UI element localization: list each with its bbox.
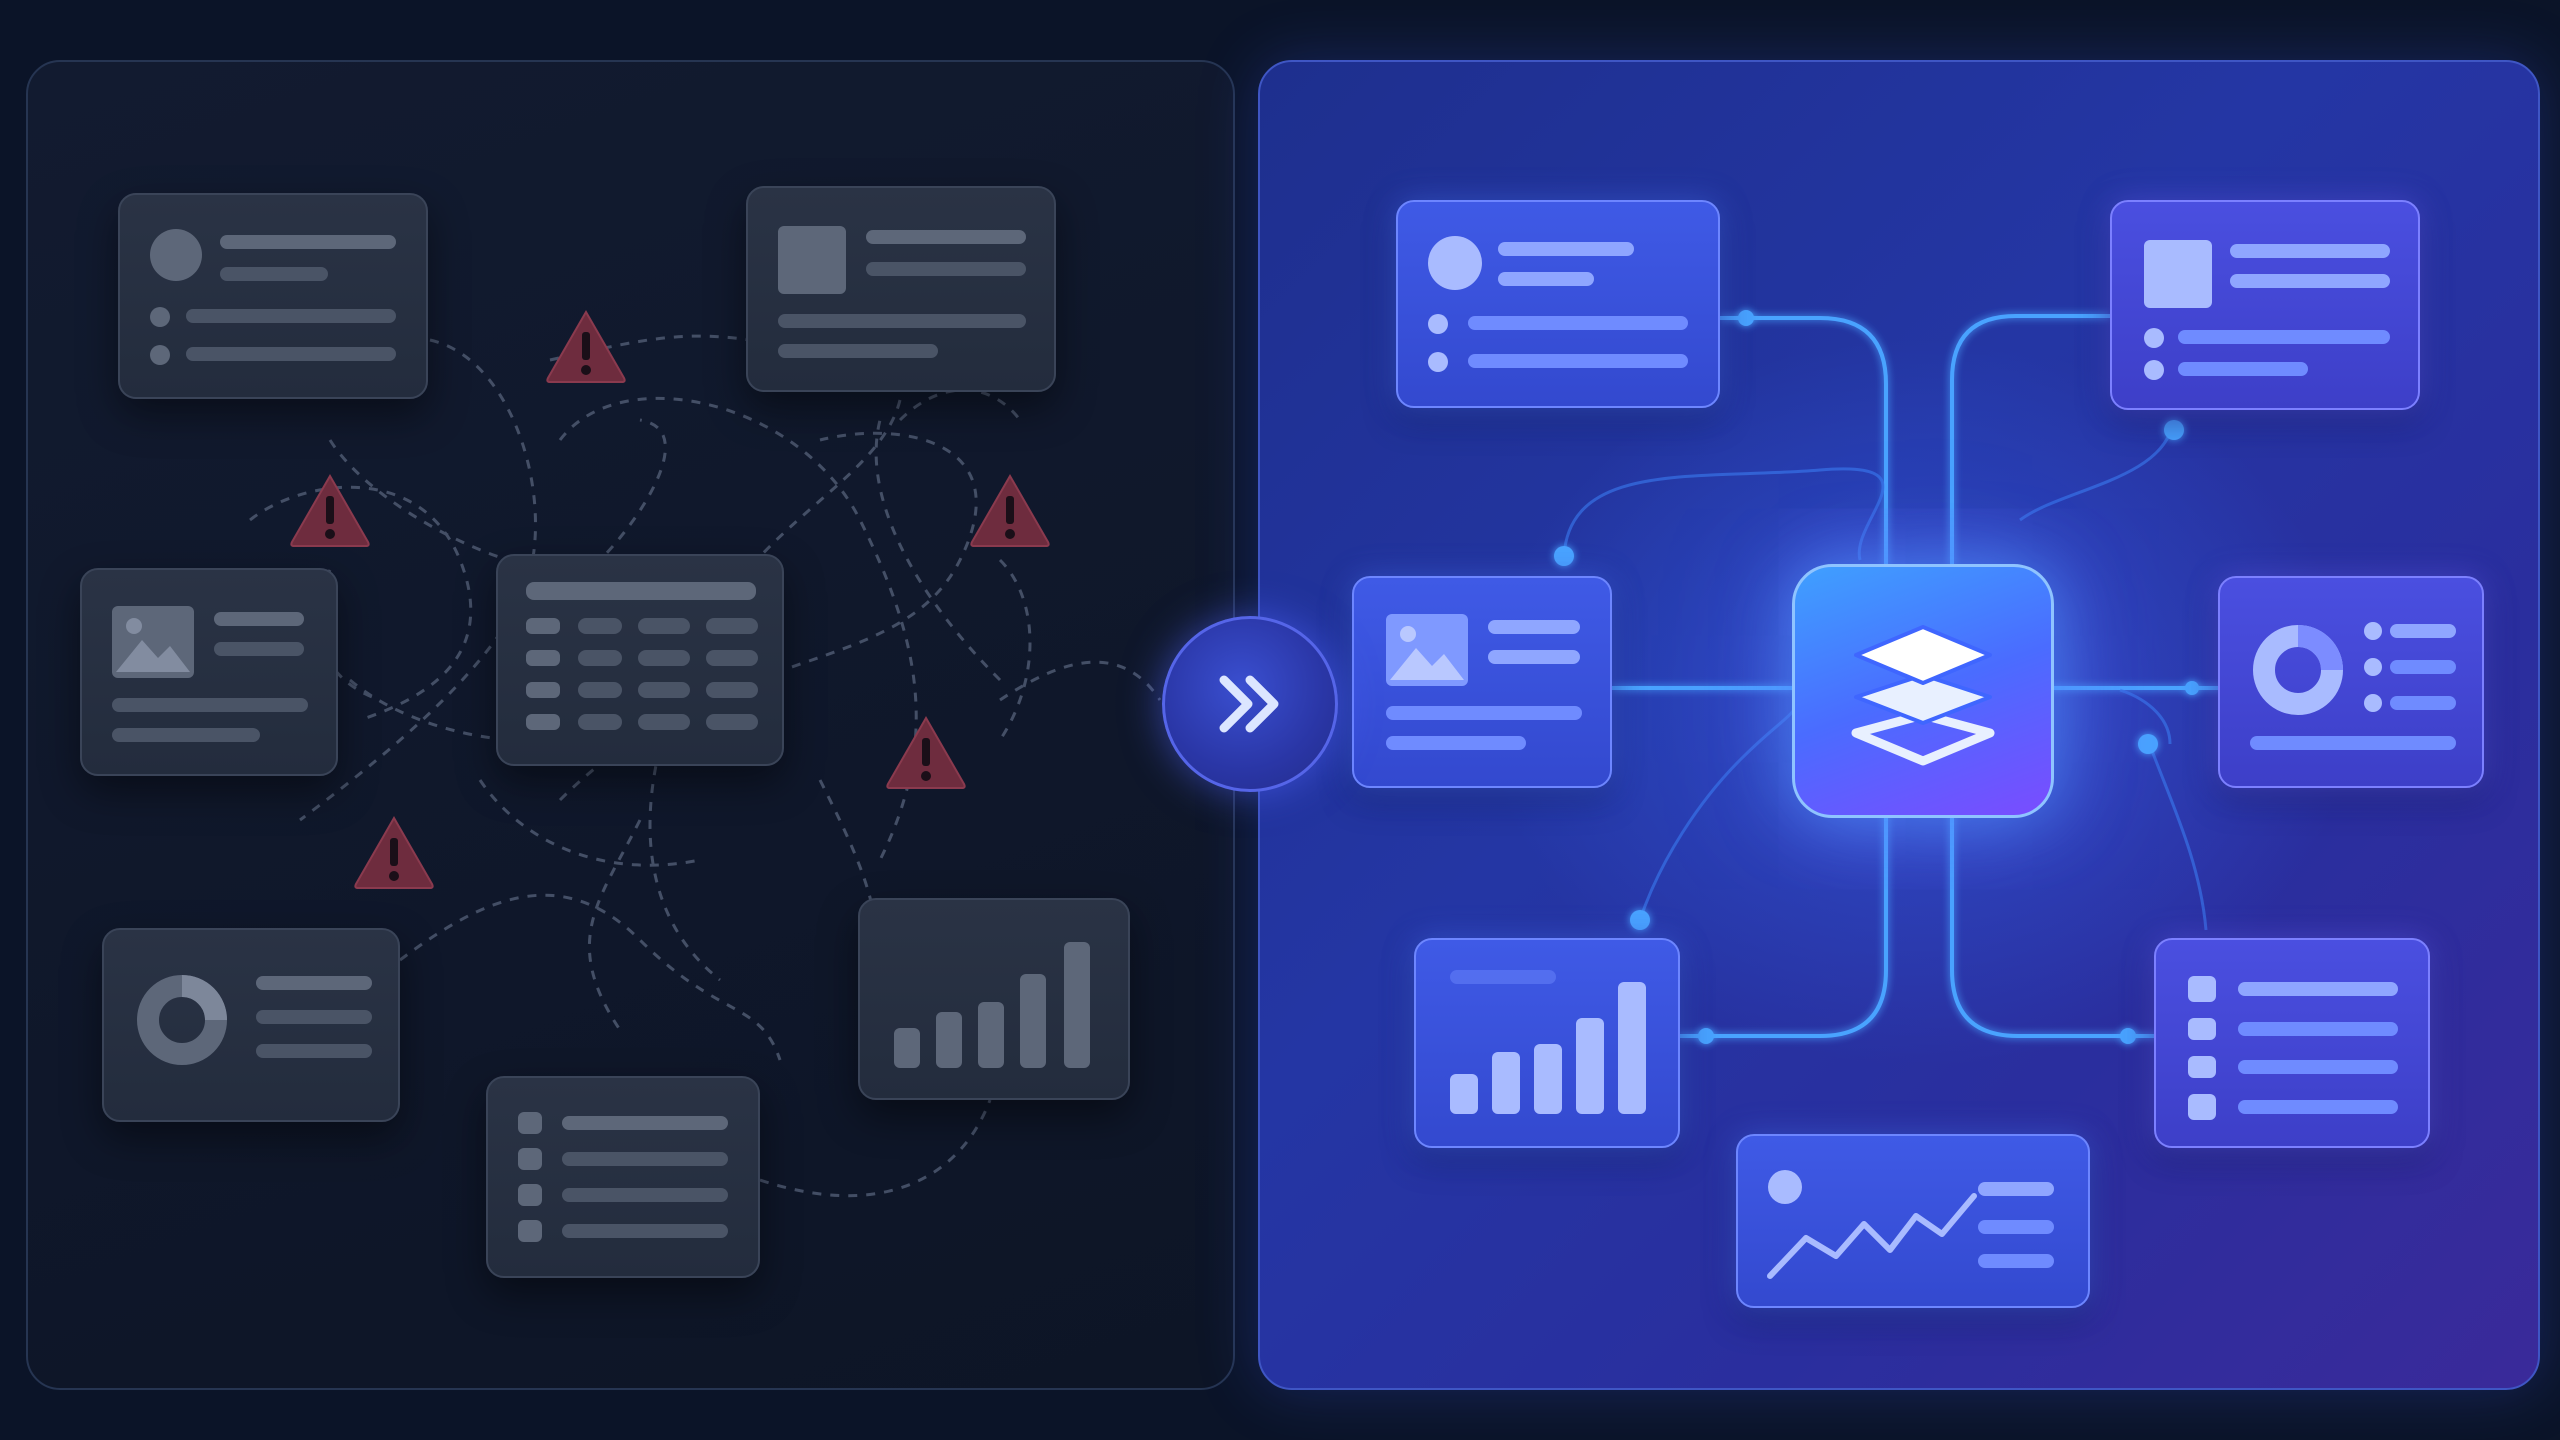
image-icon xyxy=(1386,614,1468,686)
list-card xyxy=(486,1076,760,1278)
donut-chart-icon xyxy=(2253,625,2343,715)
donut-chart-card xyxy=(2218,576,2484,788)
avatar xyxy=(150,229,202,281)
bar-chart-card xyxy=(1414,938,1680,1148)
profile-card xyxy=(118,193,428,399)
warning-icon xyxy=(354,815,434,889)
image-card xyxy=(80,568,338,776)
table-card xyxy=(496,554,784,766)
warning-icon xyxy=(546,309,626,383)
media-card xyxy=(2110,200,2420,410)
warning-icon xyxy=(290,473,370,547)
media-card xyxy=(746,186,1056,392)
list-card xyxy=(2154,938,2430,1148)
profile-card xyxy=(1396,200,1720,408)
line-chart-icon xyxy=(1767,1193,1977,1279)
line-chart-card xyxy=(1736,1134,2090,1308)
donut-chart-icon xyxy=(137,975,227,1065)
layers-stack-icon xyxy=(1851,625,1995,766)
merge-button[interactable] xyxy=(1162,616,1338,792)
central-hub xyxy=(1792,564,2054,818)
thumbnail xyxy=(2144,240,2212,308)
double-chevron-right-icon xyxy=(1219,675,1279,733)
donut-chart-card xyxy=(102,928,400,1122)
image-icon xyxy=(112,606,194,678)
warning-icon xyxy=(970,473,1050,547)
bar-chart-card xyxy=(858,898,1130,1100)
thumbnail xyxy=(778,226,846,294)
avatar xyxy=(1428,236,1482,290)
warning-icon xyxy=(886,715,966,789)
image-card xyxy=(1352,576,1612,788)
